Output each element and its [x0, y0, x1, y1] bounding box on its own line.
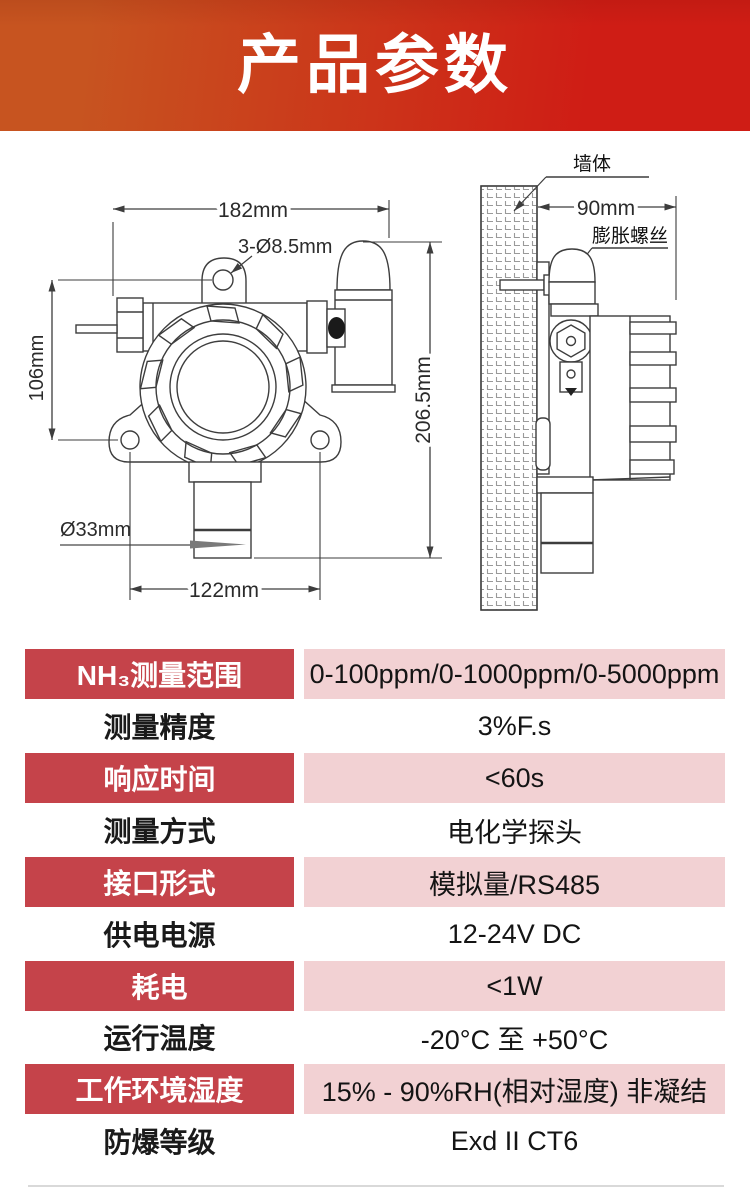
callout-probe-diameter: Ø33mm — [56, 515, 246, 549]
front-view-drawing: 182mm 3-Ø8.5mm 106mm 206.5mm Ø33mm — [22, 195, 442, 606]
left-mount-hole — [120, 430, 140, 450]
spec-label: 耗电 — [25, 961, 294, 1011]
dim-106mm: 106mm — [22, 279, 212, 441]
spec-label: 响应时间 — [25, 753, 294, 803]
callout-mount-holes: 3-Ø8.5mm — [230, 232, 336, 274]
dim-holes-label: 3-Ø8.5mm — [238, 236, 332, 258]
spec-label: 工作环境湿度 — [25, 1064, 294, 1114]
table-row: 响应时间 <60s — [25, 753, 725, 803]
pivot-boss — [549, 319, 593, 396]
spec-label: 测量精度 — [103, 712, 216, 743]
probe-rod — [75, 324, 118, 334]
technical-drawing: 182mm 3-Ø8.5mm 106mm 206.5mm Ø33mm — [22, 150, 677, 611]
dim-probe-dia-label: Ø33mm — [60, 519, 131, 541]
page-title: 产品参数 — [237, 29, 513, 101]
side-sensor-probe — [536, 476, 594, 574]
table-row: 测量方式 电化学探头 — [25, 805, 725, 855]
expansion-screw — [499, 279, 545, 291]
dim-182mm-label: 182mm — [218, 199, 288, 222]
spec-label: 运行温度 — [103, 1023, 216, 1054]
spec-value: -20°C 至 +50°C — [420, 1024, 609, 1055]
spec-label: NH₃测量范围 — [25, 649, 294, 699]
table-row: 测量精度 3%F.s — [25, 701, 725, 751]
spec-label: 测量方式 — [103, 816, 216, 847]
right-mount-hole — [310, 430, 330, 450]
table-row: 工作环境湿度 15% - 90%RH(相对湿度) 非凝结 — [25, 1064, 725, 1114]
cable-gland — [116, 297, 144, 353]
wall — [480, 185, 538, 611]
bottom-divider — [28, 1185, 724, 1187]
table-row: 接口形式 模拟量/RS485 — [25, 857, 725, 907]
round-housing-face — [139, 303, 307, 471]
spec-value: 0-100ppm/0-1000ppm/0-5000ppm — [304, 649, 725, 699]
screw-label: 膨胀螺丝 — [592, 225, 668, 247]
table-row: 供电电源 12-24V DC — [25, 909, 725, 959]
spec-value: <1W — [304, 961, 725, 1011]
side-bracket — [499, 261, 568, 475]
wall-label: 墙体 — [573, 153, 611, 175]
dim-90mm-label: 90mm — [577, 197, 635, 220]
sight-glass — [169, 333, 277, 441]
spec-value: Exd II CT6 — [450, 1125, 579, 1156]
callout-expansion-screw: 膨胀螺丝 — [565, 222, 671, 282]
table-row: 运行温度 -20°C 至 +50°C — [25, 1012, 725, 1062]
spec-label: 接口形式 — [25, 857, 294, 907]
spec-value: <60s — [304, 753, 725, 803]
spec-value: 模拟量/RS485 — [304, 857, 725, 907]
spec-label: 防爆等级 — [103, 1127, 216, 1158]
dim-206-5mm: 206.5mm — [254, 241, 442, 559]
dim-90mm: 90mm — [538, 193, 677, 300]
dim-106mm-label: 106mm — [26, 335, 48, 402]
dim-122mm: 122mm — [129, 452, 321, 606]
top-mount-hole — [212, 269, 234, 291]
table-row: NH₃测量范围 0-100ppm/0-1000ppm/0-5000ppm — [25, 649, 725, 699]
spec-value: 电化学探头 — [447, 817, 582, 848]
table-row: 防爆等级 Exd II CT6 — [25, 1116, 725, 1166]
header-banner: 产品参数 — [0, 0, 750, 131]
side-beacon — [548, 248, 599, 317]
side-housing — [589, 315, 677, 481]
spec-value: 3%F.s — [477, 710, 552, 741]
dim-206-5mm-label: 206.5mm — [412, 356, 435, 444]
table-row: 耗电 <1W — [25, 961, 725, 1011]
connector-nut — [328, 317, 345, 339]
dim-122mm-label: 122mm — [189, 579, 259, 602]
spec-value: 15% - 90%RH(相对湿度) 非凝结 — [304, 1064, 725, 1114]
dim-182mm: 182mm — [112, 195, 390, 296]
spec-value: 12-24V DC — [447, 918, 582, 949]
spec-label: 供电电源 — [103, 920, 216, 951]
callout-wall: 墙体 — [513, 150, 649, 212]
side-view-drawing: 墙体 90mm 膨胀螺丝 — [480, 150, 677, 611]
